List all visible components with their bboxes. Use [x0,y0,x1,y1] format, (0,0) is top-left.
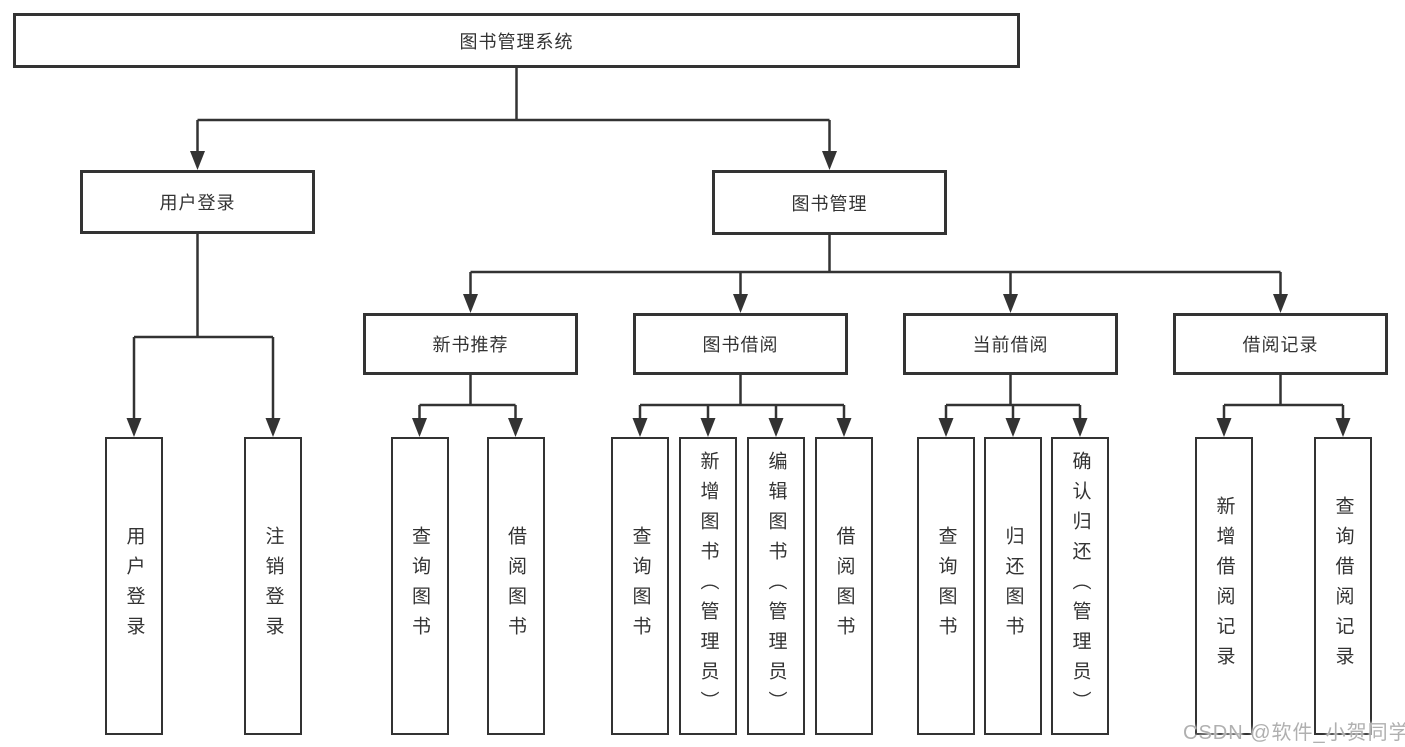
csdn-watermark: CSDN @软件_小贺同学 [1183,722,1405,744]
leaf-user-login: 用户登录 [105,437,163,735]
arrowhead [632,418,648,437]
leaf-label: 借阅图书 [505,526,526,646]
leaf-add-borrow-record: 新增借阅记录 [1195,437,1253,735]
node-label: 图书管理系统 [459,31,574,52]
connector-newbooks-to-leaves [418,375,517,420]
leaf-logout: 注销登录 [244,437,302,735]
arrowhead [126,418,142,437]
arrowhead [265,418,281,437]
leaf-label: 用户登录 [123,526,145,646]
arrowhead [508,418,523,437]
leaf-label: 查询图书 [935,526,957,646]
leaf-label: 查询图书 [409,526,430,646]
leaf-label: 查询图书 [629,526,651,646]
arrowhead [190,151,205,170]
node-label: 图书借阅 [702,335,779,355]
leaf-query-books-1: 查询图书 [390,437,449,735]
node-label: 借阅记录 [1242,335,1319,355]
connector-records-to-leaves [1222,375,1345,420]
node-user-login: 用户登录 [80,170,315,234]
node-label: 图书管理 [791,193,868,214]
node-label: 用户登录 [159,193,236,213]
leaf-label: 查询借阅记录 [1332,496,1354,676]
leaf-borrow-books-2: 借阅图书 [815,437,873,735]
leaf-add-books-admin: 新增图书（管理员） [679,437,737,735]
leaf-label: 新增图书（管理员） [697,451,719,721]
node-label: 当前借阅 [972,335,1049,355]
connector-userlogin-to-leaves [132,233,275,420]
node-borrowing-records: 借阅记录 [1173,313,1388,375]
node-book-management: 图书管理 [712,170,947,235]
arrowhead [768,418,784,437]
leaf-label: 编辑图书（管理员） [765,451,787,721]
arrowhead [1072,418,1088,437]
connector-root-to-level2 [196,68,831,153]
leaf-edit-books-admin: 编辑图书（管理员） [747,437,805,735]
connector-bookmgmt-to-level3 [469,235,1282,296]
node-book-borrowing: 图书借阅 [633,313,848,375]
arrowhead [938,418,954,437]
arrowhead [700,418,716,437]
arrowhead [1216,418,1232,437]
connector-current-to-leaves [944,375,1082,420]
arrowhead [822,151,837,170]
leaf-query-books-3: 查询图书 [917,437,975,735]
node-current-borrowing: 当前借阅 [903,313,1118,375]
arrowhead [1273,294,1288,313]
leaf-borrow-books-1: 借阅图书 [486,437,545,735]
leaf-label: 借阅图书 [833,526,855,646]
leaf-return-books: 归还图书 [984,437,1042,735]
node-label: 新书推荐 [432,335,509,355]
leaf-label: 新增借阅记录 [1213,496,1235,676]
arrowhead [1005,418,1021,437]
arrowhead [412,418,427,437]
arrowhead [733,294,748,313]
leaf-label: 注销登录 [262,526,284,646]
leaf-label: 确认归还（管理员） [1069,451,1091,721]
arrowhead [463,294,478,313]
arrowhead [836,418,852,437]
arrowhead [1335,418,1351,437]
node-new-book-recommendation: 新书推荐 [363,313,578,375]
leaf-confirm-return-admin: 确认归还（管理员） [1051,437,1109,735]
node-library-management-system: 图书管理系统 [13,13,1020,68]
leaf-label: 归还图书 [1002,526,1024,646]
leaf-query-books-2: 查询图书 [611,437,669,735]
connector-borrow-to-leaves [638,375,846,420]
leaf-query-borrow-record: 查询借阅记录 [1314,437,1372,735]
arrowhead [1003,294,1018,313]
